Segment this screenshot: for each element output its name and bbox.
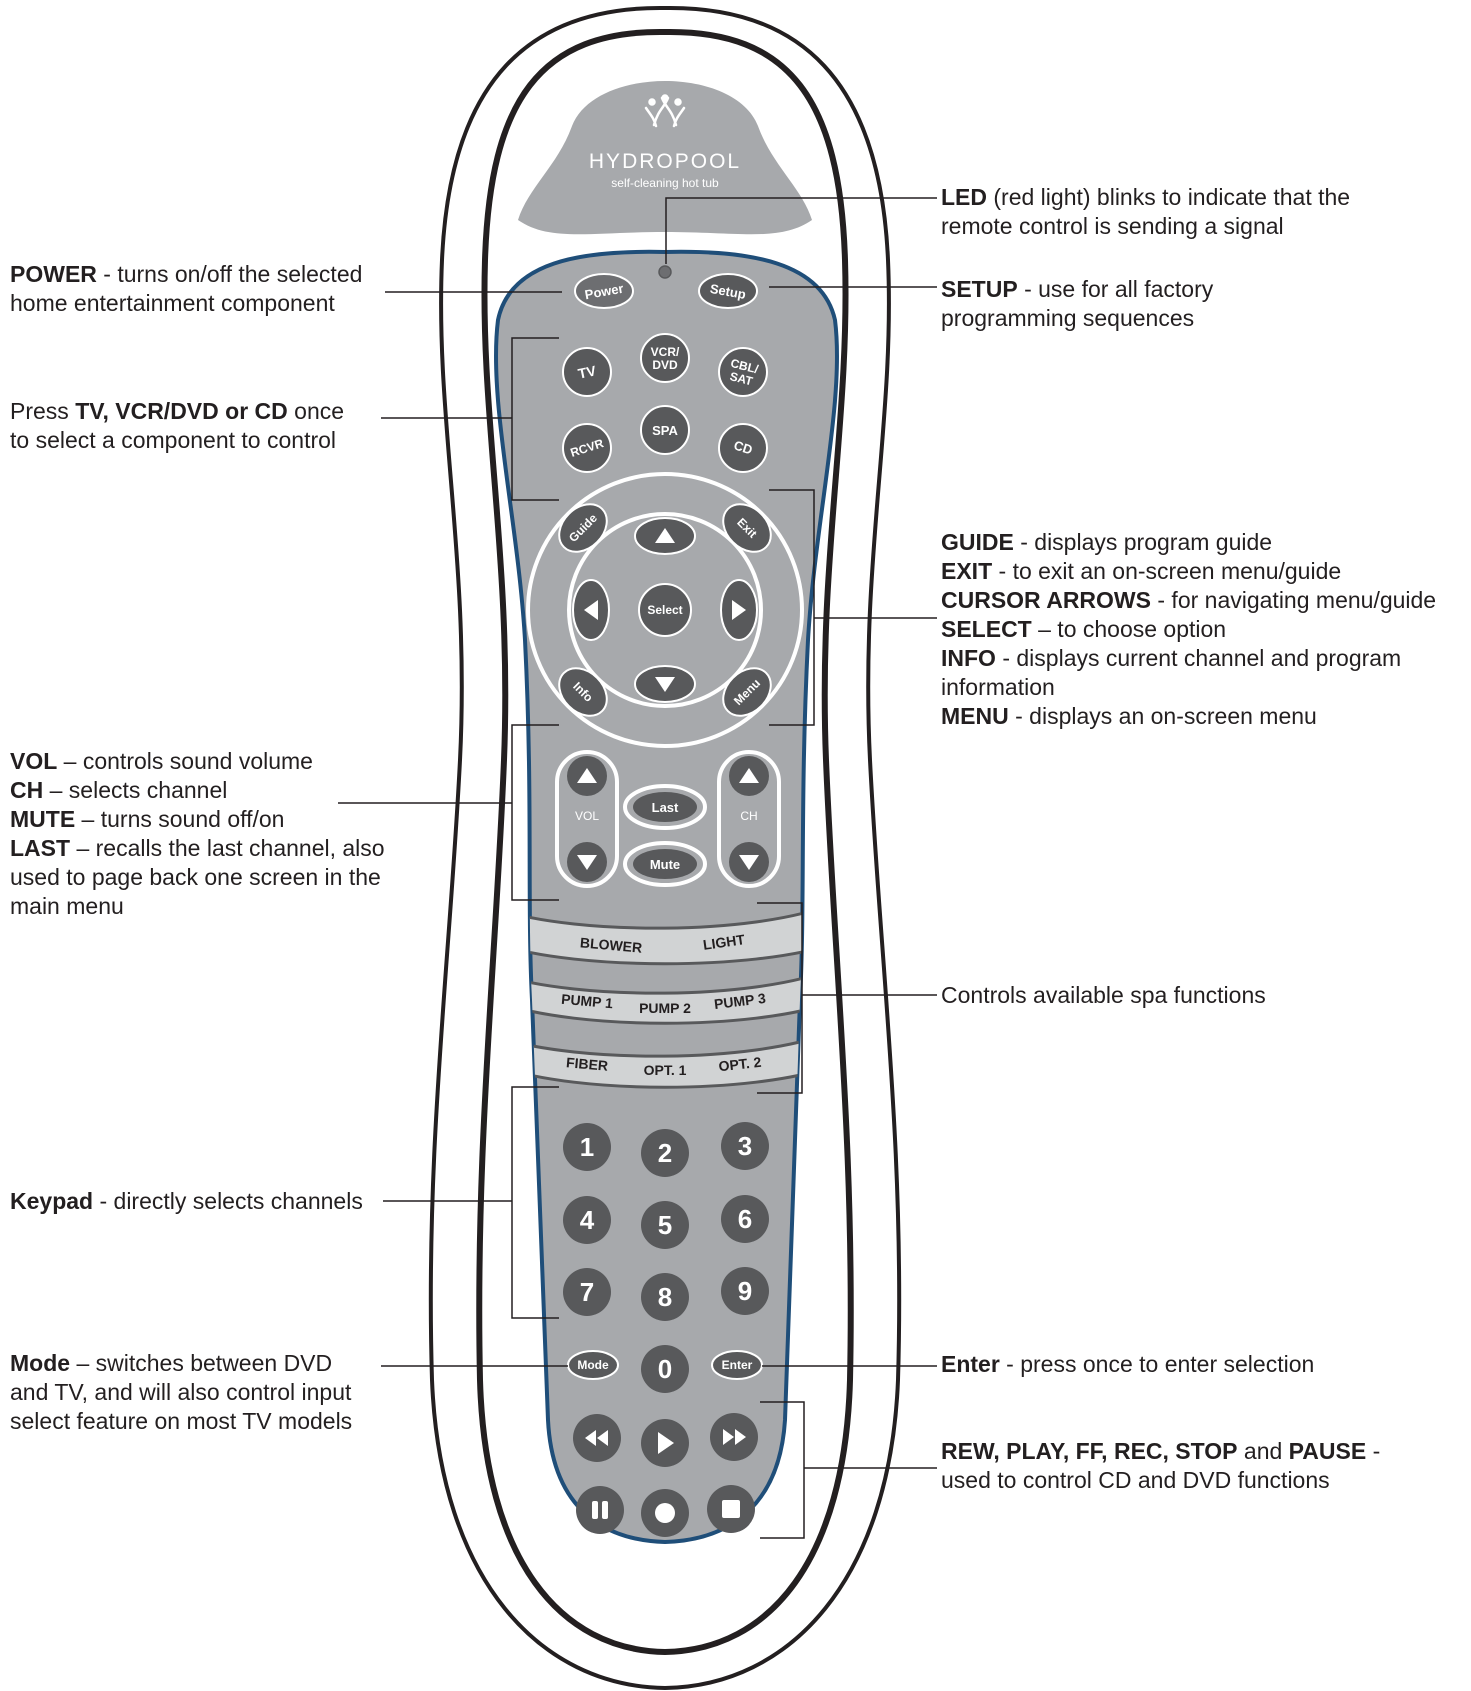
digit-2-button[interactable]: 2 (641, 1129, 689, 1177)
cd-button[interactable]: CD (719, 424, 767, 472)
svg-text:Mode: Mode (577, 1358, 609, 1372)
brand-tagline: self-cleaning hot tub (611, 176, 719, 190)
svg-text:8: 8 (658, 1282, 672, 1312)
svg-text:2: 2 (658, 1138, 672, 1168)
pause-button[interactable] (576, 1486, 624, 1534)
callout-led: LED (red light) blinks to indicate that … (941, 183, 1350, 241)
pause-icon-bar-left (592, 1501, 598, 1519)
rewind-button[interactable] (573, 1414, 621, 1462)
power-button[interactable]: Power (575, 274, 633, 308)
cbl-sat-button[interactable]: CBL/ SAT (719, 348, 767, 396)
pump2-button[interactable]: PUMP 2 (639, 1000, 691, 1016)
down-arrow-button[interactable] (635, 666, 695, 702)
svg-text:5: 5 (658, 1210, 672, 1240)
ch-up-button[interactable] (729, 756, 769, 796)
vol-label: VOL (575, 809, 599, 823)
ch-label: CH (740, 809, 757, 823)
record-icon (655, 1503, 675, 1523)
ch-down-button[interactable] (729, 842, 769, 882)
svg-text:Last: Last (652, 800, 679, 815)
callout-keypad: Keypad - directly selects channels (10, 1187, 363, 1216)
opt1-button[interactable]: OPT. 1 (644, 1062, 687, 1078)
svg-text:Mute: Mute (650, 857, 680, 872)
svg-text:0: 0 (658, 1354, 672, 1384)
pause-icon-bar-right (602, 1501, 608, 1519)
stop-icon (722, 1500, 740, 1518)
last-button[interactable]: Last (625, 786, 705, 828)
left-arrow-button[interactable] (573, 580, 609, 640)
callout-spa: Controls available spa functions (941, 981, 1266, 1010)
svg-text:Enter: Enter (722, 1358, 753, 1372)
svg-text:3: 3 (738, 1131, 752, 1161)
tv-button[interactable]: TV (563, 348, 611, 396)
play-button[interactable] (641, 1419, 689, 1467)
callout-transport: REW, PLAY, FF, REC, STOP and PAUSE - use… (941, 1437, 1380, 1495)
digit-6-button[interactable]: 6 (721, 1195, 769, 1243)
svg-text:Select: Select (647, 603, 682, 617)
up-arrow-button[interactable] (635, 518, 695, 554)
callout-navigation: GUIDE - displays program guide EXIT - to… (941, 528, 1436, 731)
led-indicator (659, 266, 671, 278)
vcr-dvd-button[interactable]: VCR/ DVD (641, 334, 689, 382)
digit-8-button[interactable]: 8 (641, 1273, 689, 1321)
select-button[interactable]: Select (639, 584, 691, 636)
digit-3-button[interactable]: 3 (721, 1122, 769, 1170)
svg-text:DVD: DVD (652, 358, 678, 372)
callout-setup: SETUP - use for all factory programming … (941, 275, 1213, 333)
rcvr-button[interactable]: RCVR (563, 424, 611, 472)
digit-4-button[interactable]: 4 (563, 1196, 611, 1244)
vol-up-button[interactable] (567, 756, 607, 796)
callout-power: POWER - turns on/off the selected home e… (10, 260, 362, 318)
svg-text:4: 4 (580, 1205, 595, 1235)
svg-text:VCR/: VCR/ (651, 345, 680, 359)
mode-button[interactable]: Mode (568, 1351, 618, 1379)
brand-name: HYDROPOOL (589, 150, 741, 173)
callout-mode: Mode – switches between DVD and TV, and … (10, 1349, 352, 1436)
vol-down-button[interactable] (567, 842, 607, 882)
digit-9-button[interactable]: 9 (721, 1267, 769, 1315)
stop-button[interactable] (707, 1485, 755, 1533)
svg-text:9: 9 (738, 1276, 752, 1306)
callout-component: Press TV, VCR/DVD or CD once to select a… (10, 397, 344, 455)
callout-volume: VOL – controls sound volume CH – selects… (10, 747, 385, 921)
digit-5-button[interactable]: 5 (641, 1201, 689, 1249)
digit-7-button[interactable]: 7 (563, 1268, 611, 1316)
fast-forward-button[interactable] (710, 1413, 758, 1461)
svg-text:1: 1 (580, 1132, 594, 1162)
svg-text:SPA: SPA (652, 423, 678, 438)
setup-button[interactable]: Setup (699, 274, 757, 308)
right-arrow-button[interactable] (721, 580, 757, 640)
enter-button[interactable]: Enter (712, 1351, 762, 1379)
spa-button[interactable]: SPA (641, 406, 689, 454)
mute-button[interactable]: Mute (625, 843, 705, 885)
digit-1-button[interactable]: 1 (563, 1123, 611, 1171)
record-button[interactable] (641, 1489, 689, 1537)
svg-text:7: 7 (580, 1277, 594, 1307)
spa-function-bands (500, 905, 830, 1087)
callout-enter: Enter - press once to enter selection (941, 1350, 1314, 1379)
digit-0-button[interactable]: 0 (641, 1345, 689, 1393)
svg-text:6: 6 (738, 1204, 752, 1234)
